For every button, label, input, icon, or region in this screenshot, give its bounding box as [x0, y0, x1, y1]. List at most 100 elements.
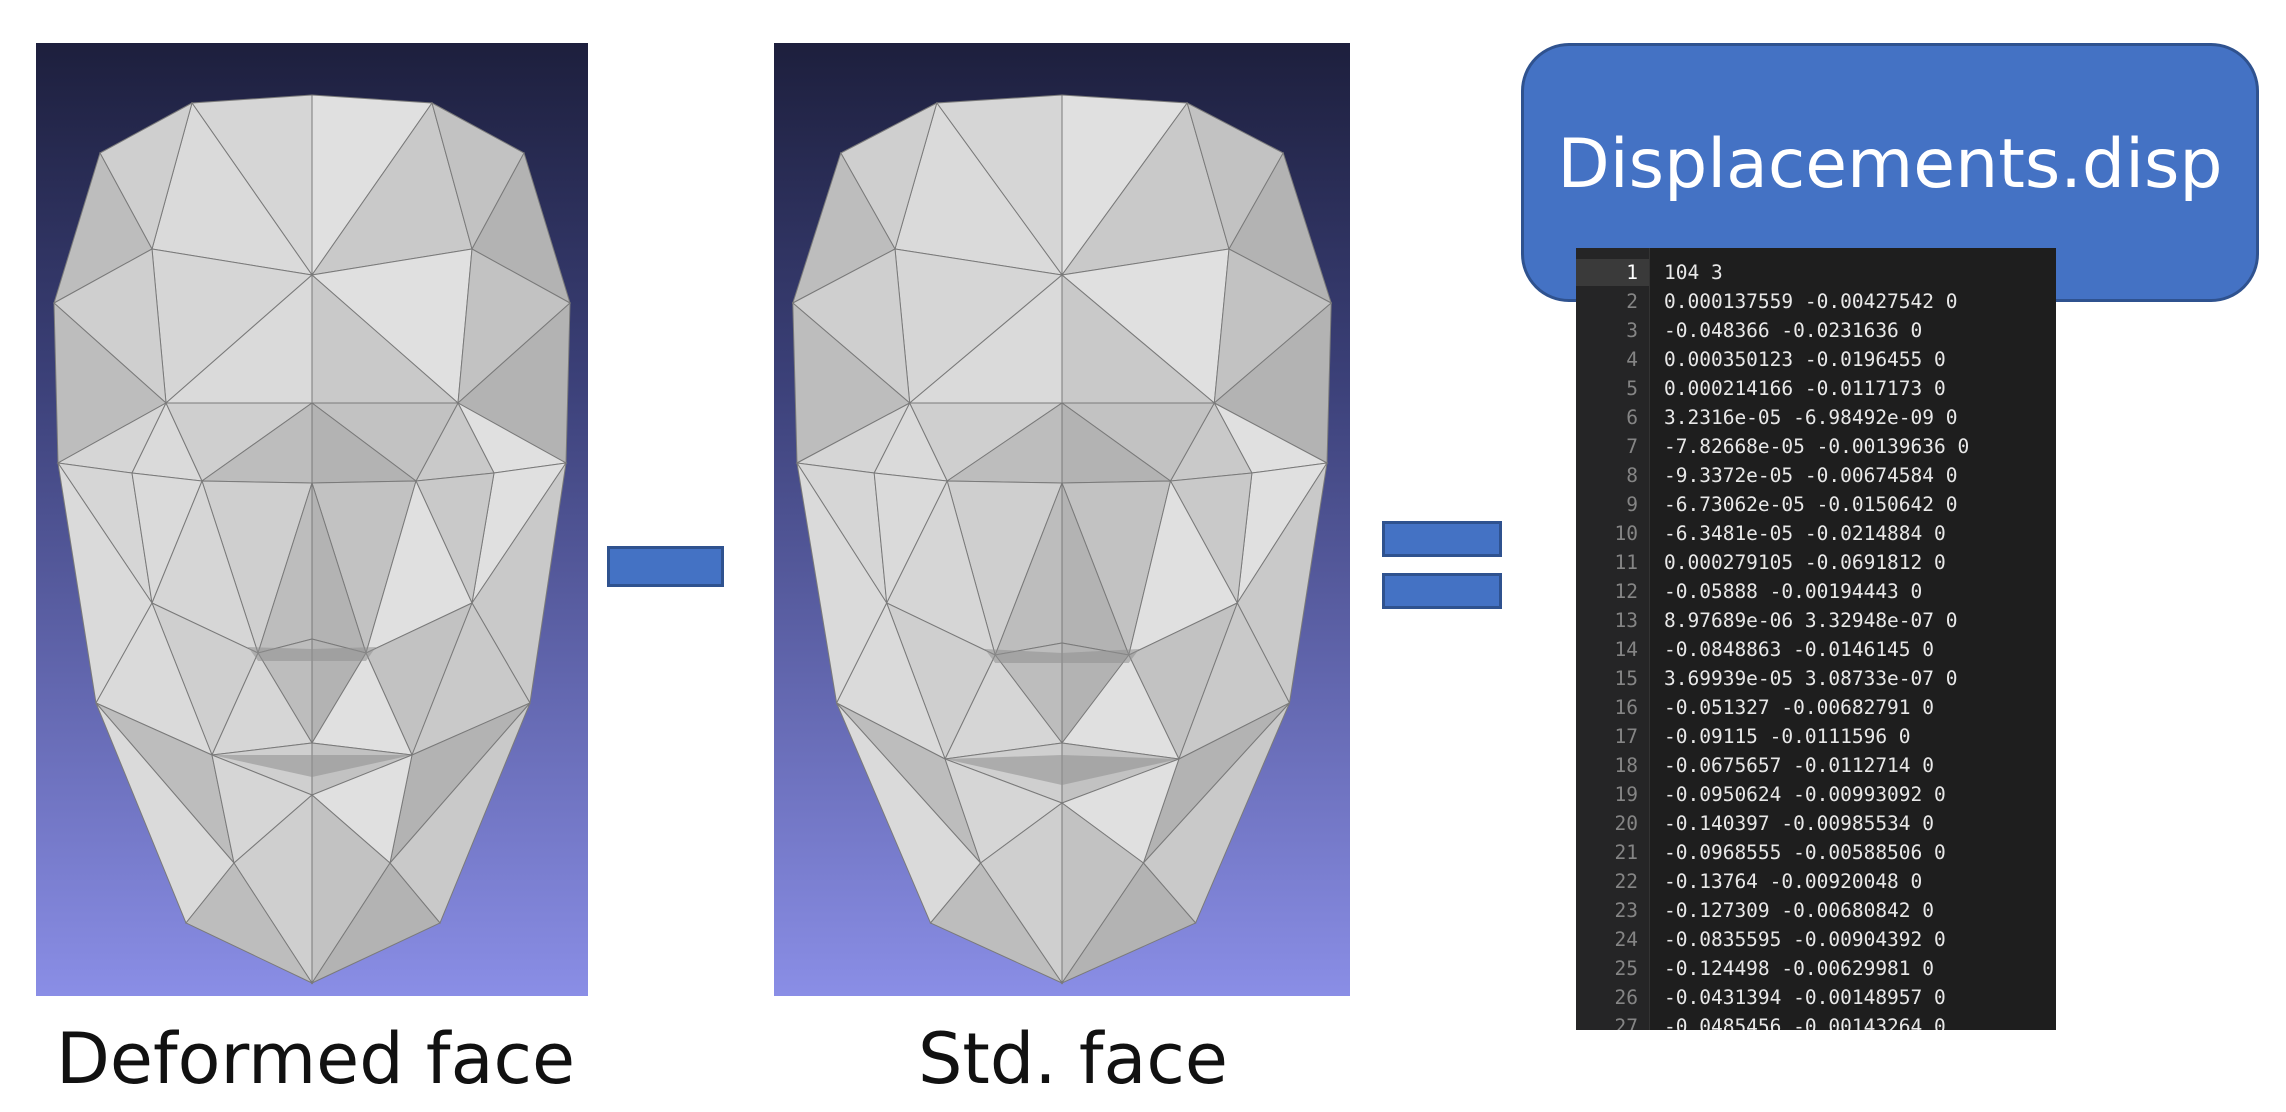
editor-line: 10 -6.3481e-05 -0.0214884 0 [1576, 519, 2056, 548]
editor-line: 24 -0.0835595 -0.00904392 0 [1576, 925, 2056, 954]
mesh-triangle [929, 862, 1064, 985]
line-number: 9 [1626, 493, 1638, 516]
line-number: 8 [1626, 464, 1638, 487]
line-number: 14 [1614, 638, 1638, 661]
line-text: -0.0431394 -0.00148957 0 [1664, 986, 1946, 1009]
line-text: -0.0835595 -0.00904392 0 [1664, 928, 1946, 951]
line-text: 0.000279105 -0.0691812 0 [1664, 551, 1946, 574]
line-text: -0.0968555 -0.00588506 0 [1664, 841, 1946, 864]
mesh-shadow [945, 755, 1179, 785]
line-text: -0.0485456 -0.00143264 0 [1664, 1015, 1946, 1030]
file-contents-editor[interactable]: 1 104 3 2 0.000137559 -0.00427542 0 3 -0.0483… [1576, 248, 2056, 1030]
equals-bar-top [1382, 521, 1502, 557]
face-mesh [791, 94, 1333, 985]
line-text: 3.69939e-05 3.08733e-07 0 [1664, 667, 1958, 690]
line-text: -0.140397 -0.00985534 0 [1664, 812, 1935, 835]
line-text: -7.82668e-05 -0.00139636 0 [1664, 435, 1970, 458]
face-mesh [53, 94, 571, 985]
file-title: Displacements.disp [1557, 125, 2223, 204]
line-text: -9.3372e-05 -0.00674584 0 [1664, 464, 1958, 487]
line-number: 19 [1614, 783, 1638, 806]
line-number: 2 [1626, 290, 1638, 313]
line-text: -0.0675657 -0.0112714 0 [1664, 754, 1935, 777]
mesh-shadow [248, 647, 376, 661]
standard-face-caption: Std. face [918, 1018, 1228, 1100]
line-text: 0.000214166 -0.0117173 0 [1664, 377, 1946, 400]
editor-line: 3 -0.048366 -0.0231636 0 [1576, 316, 2056, 345]
line-text: -0.051327 -0.00682791 0 [1664, 696, 1935, 719]
editor-line: 27 -0.0485456 -0.00143264 0 [1576, 1012, 2056, 1030]
editor-line: 12 -0.05888 -0.00194443 0 [1576, 577, 2056, 606]
line-text: 0.000350123 -0.0196455 0 [1664, 348, 1946, 371]
line-number: 11 [1614, 551, 1638, 574]
editor-lines: 1 104 3 2 0.000137559 -0.00427542 0 3 -0.0483… [1576, 258, 2056, 1030]
line-number: 7 [1626, 435, 1638, 458]
line-text: 104 3 [1664, 261, 1723, 284]
editor-line: 11 0.000279105 -0.0691812 0 [1576, 548, 2056, 577]
line-number: 10 [1614, 522, 1638, 545]
line-text: -0.048366 -0.0231636 0 [1664, 319, 1923, 342]
editor-line: 14 -0.0848863 -0.0146145 0 [1576, 635, 2056, 664]
editor-line: 8 -9.3372e-05 -0.00674584 0 [1576, 461, 2056, 490]
editor-line: 2 0.000137559 -0.00427542 0 [1576, 287, 2056, 316]
minus-sign [607, 546, 724, 587]
editor-line: 26 -0.0431394 -0.00148957 0 [1576, 983, 2056, 1012]
line-number: 22 [1614, 870, 1638, 893]
line-number: 23 [1614, 899, 1638, 922]
editor-line: 7 -7.82668e-05 -0.00139636 0 [1576, 432, 2056, 461]
line-text: 8.97689e-06 3.32948e-07 0 [1664, 609, 1958, 632]
line-number: 26 [1614, 986, 1638, 1009]
editor-line: 16 -0.051327 -0.00682791 0 [1576, 693, 2056, 722]
line-number: 25 [1614, 957, 1638, 980]
line-number: 16 [1614, 696, 1638, 719]
editor-line: 1 104 3 [1576, 258, 2056, 287]
standard-face-render [774, 43, 1350, 996]
deformed-face-caption: Deformed face [56, 1018, 576, 1100]
equals-bar-bottom [1382, 573, 1502, 609]
line-text: -6.73062e-05 -0.0150642 0 [1664, 493, 1958, 516]
editor-line: 6 3.2316e-05 -6.98492e-09 0 [1576, 403, 2056, 432]
line-number: 6 [1626, 406, 1638, 429]
line-text: -0.13764 -0.00920048 0 [1664, 870, 1923, 893]
mesh-triangle [1060, 862, 1197, 985]
line-number: 18 [1614, 754, 1638, 777]
line-number: 13 [1614, 609, 1638, 632]
editor-line: 25 -0.124498 -0.00629981 0 [1576, 954, 2056, 983]
line-text: -0.124498 -0.00629981 0 [1664, 957, 1935, 980]
line-number: 1 [1626, 261, 1638, 284]
line-number: 5 [1626, 377, 1638, 400]
mesh-triangle [310, 862, 441, 985]
line-number: 21 [1614, 841, 1638, 864]
line-text: -0.05888 -0.00194443 0 [1664, 580, 1923, 603]
editor-line: 20 -0.140397 -0.00985534 0 [1576, 809, 2056, 838]
line-text: 0.000137559 -0.00427542 0 [1664, 290, 1958, 313]
mesh-triangle [185, 862, 314, 985]
editor-line: 17 -0.09115 -0.0111596 0 [1576, 722, 2056, 751]
line-text: -0.09115 -0.0111596 0 [1664, 725, 1911, 748]
deformed-face-render [36, 43, 588, 996]
editor-line: 19 -0.0950624 -0.00993092 0 [1576, 780, 2056, 809]
editor-line: 21 -0.0968555 -0.00588506 0 [1576, 838, 2056, 867]
mesh-shadow [212, 755, 412, 777]
line-number: 24 [1614, 928, 1638, 951]
line-text: 3.2316e-05 -6.98492e-09 0 [1664, 406, 1958, 429]
line-number: 17 [1614, 725, 1638, 748]
line-text: -0.0950624 -0.00993092 0 [1664, 783, 1946, 806]
line-number: 3 [1626, 319, 1638, 342]
editor-line: 18 -0.0675657 -0.0112714 0 [1576, 751, 2056, 780]
mesh-shadow [984, 649, 1140, 663]
line-number: 27 [1614, 1015, 1638, 1030]
editor-line: 13 8.97689e-06 3.32948e-07 0 [1576, 606, 2056, 635]
line-text: -6.3481e-05 -0.0214884 0 [1664, 522, 1946, 545]
line-number: 12 [1614, 580, 1638, 603]
line-number: 20 [1614, 812, 1638, 835]
line-text: -0.127309 -0.00680842 0 [1664, 899, 1935, 922]
line-number-gutter [1576, 248, 1650, 1030]
editor-line: 9 -6.73062e-05 -0.0150642 0 [1576, 490, 2056, 519]
editor-line: 23 -0.127309 -0.00680842 0 [1576, 896, 2056, 925]
editor-line: 22 -0.13764 -0.00920048 0 [1576, 867, 2056, 896]
editor-line: 5 0.000214166 -0.0117173 0 [1576, 374, 2056, 403]
line-text: -0.0848863 -0.0146145 0 [1664, 638, 1935, 661]
